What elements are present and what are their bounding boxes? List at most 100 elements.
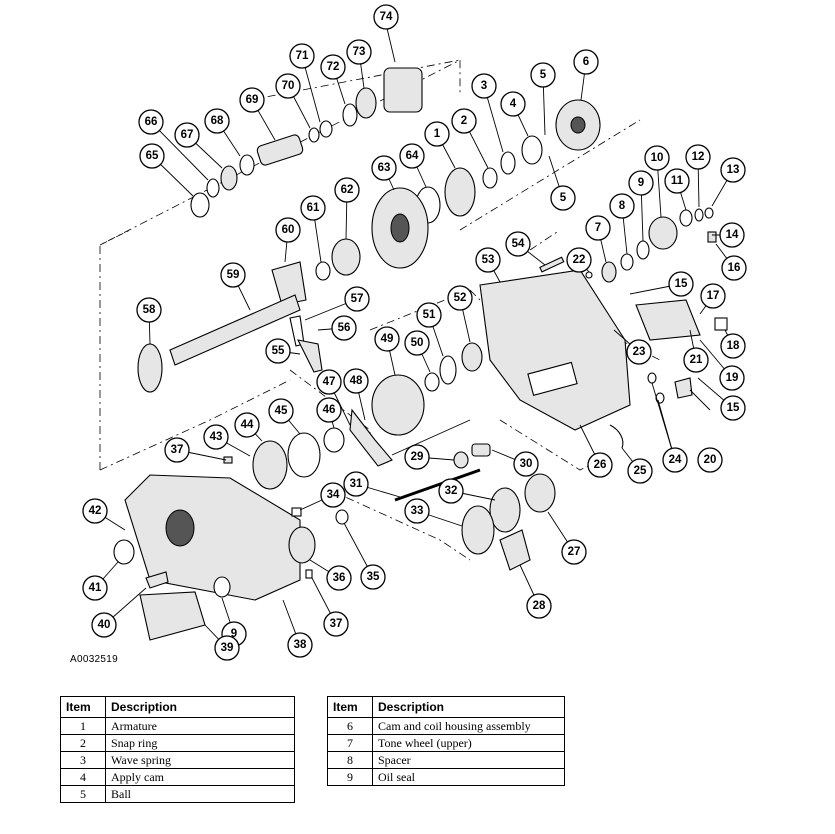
svg-text:63: 63: [378, 162, 391, 174]
part-68: [239, 154, 255, 176]
callout-49: 49: [374, 326, 400, 352]
callout-54: 54: [505, 231, 531, 257]
part-9-lower: [213, 576, 231, 598]
callout-2: 2: [451, 108, 477, 134]
part-1: [444, 167, 476, 217]
callout-22: 22: [566, 247, 592, 273]
callout-9: 9: [628, 170, 654, 196]
part-51: [439, 355, 457, 385]
item-number: 9: [327, 768, 373, 786]
svg-text:67: 67: [181, 129, 194, 141]
table-row: 7 Tone wheel (upper): [327, 734, 565, 752]
table-row: 3 Wave spring: [60, 751, 295, 769]
part-18: [714, 317, 728, 331]
table-row: 5 Ball: [60, 785, 295, 803]
svg-text:49: 49: [381, 333, 394, 345]
svg-text:65: 65: [146, 150, 159, 162]
svg-text:38: 38: [294, 639, 307, 651]
svg-text:42: 42: [89, 505, 102, 517]
item-number: 4: [60, 768, 106, 786]
callout-58: 58: [136, 297, 162, 323]
part-12: [694, 208, 704, 222]
svg-text:48: 48: [350, 375, 363, 387]
callout-16: 16: [721, 255, 747, 281]
part-32: [489, 487, 521, 533]
part-31: [394, 468, 481, 502]
callout-23: 23: [626, 339, 652, 365]
callout-44: 44: [234, 412, 260, 438]
svg-text:35: 35: [367, 571, 380, 583]
callout-38: 38: [287, 632, 313, 658]
callout-57: 57: [344, 286, 370, 312]
callout-42: 42: [82, 498, 108, 524]
item-description: Oil seal: [372, 768, 565, 786]
callout-29: 29: [404, 444, 430, 470]
callout-50: 50: [404, 330, 430, 356]
callout-14: 14: [719, 222, 745, 248]
svg-text:2: 2: [461, 115, 467, 127]
exploded-view-diagram: 1 2 3 4 5 5 6 7 8 9 9 10 11 12 13 14 15 …: [82, 4, 747, 661]
svg-text:58: 58: [143, 304, 156, 316]
svg-text:7: 7: [595, 222, 601, 234]
svg-text:66: 66: [145, 116, 158, 128]
callout-51: 51: [416, 302, 442, 328]
callout-61: 61: [300, 195, 326, 221]
callout-60: 60: [275, 217, 301, 243]
callout-19: 19: [719, 365, 745, 391]
svg-text:39: 39: [221, 642, 234, 654]
svg-text:5: 5: [540, 69, 547, 81]
item-number: 6: [327, 717, 373, 735]
svg-text:37: 37: [330, 618, 343, 630]
svg-text:21: 21: [690, 354, 703, 366]
callout-40: 40: [91, 612, 117, 638]
part-3: [500, 151, 516, 175]
svg-text:56: 56: [338, 322, 351, 334]
svg-text:41: 41: [89, 582, 102, 594]
part-28: [499, 529, 531, 571]
callout-12: 12: [685, 144, 711, 170]
column-header-description: Description: [105, 696, 295, 718]
item-number: 5: [60, 785, 106, 803]
callout-47: 47: [316, 369, 342, 395]
part-66: [206, 178, 220, 198]
callout-26: 26: [587, 452, 613, 478]
svg-text:6: 6: [583, 56, 589, 68]
svg-text:25: 25: [634, 465, 647, 477]
svg-text:68: 68: [211, 115, 224, 127]
parts-table-left: Item Description 1 Armature 2 Snap ring …: [60, 696, 295, 803]
svg-text:22: 22: [573, 254, 586, 266]
callout-20: 20: [697, 447, 723, 473]
svg-text:29: 29: [411, 451, 424, 463]
svg-text:33: 33: [411, 505, 424, 517]
callout-31: 31: [343, 471, 369, 497]
svg-text:4: 4: [510, 98, 517, 110]
svg-text:11: 11: [671, 175, 684, 187]
part-27: [524, 473, 556, 513]
callout-15: 15: [668, 271, 694, 297]
part-47: [349, 408, 393, 467]
svg-text:64: 64: [406, 150, 419, 162]
svg-text:20: 20: [704, 454, 717, 466]
part-45: [287, 432, 321, 478]
svg-text:55: 55: [272, 345, 285, 357]
part-36: [288, 526, 316, 564]
svg-text:34: 34: [327, 489, 340, 501]
part-21: [635, 299, 701, 341]
item-number: 1: [60, 717, 106, 735]
callout-1: 1: [424, 121, 450, 147]
callout-17: 17: [700, 283, 726, 309]
callout-4: 4: [500, 91, 526, 117]
callout-70: 70: [275, 73, 301, 99]
part-69: [256, 134, 304, 166]
part-16: [707, 231, 717, 243]
svg-text:13: 13: [727, 164, 740, 176]
part-34: [291, 507, 302, 517]
svg-text:14: 14: [726, 229, 739, 241]
callout-28: 28: [526, 593, 552, 619]
callout-66: 66: [138, 109, 164, 135]
part-46: [323, 427, 345, 453]
item-number: 3: [60, 751, 106, 769]
svg-text:70: 70: [282, 80, 295, 92]
svg-text:15: 15: [727, 402, 740, 414]
callout-45: 45: [268, 398, 294, 424]
